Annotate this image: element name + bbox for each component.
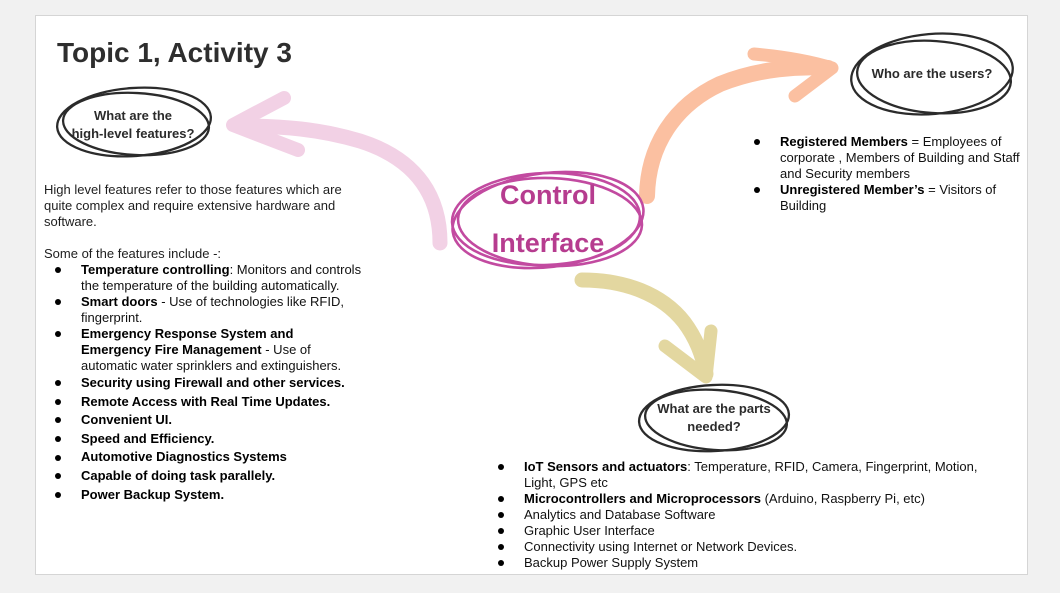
list-item: Emergency Response System and Emergency … (55, 326, 361, 374)
item-bold-text: Temperature controlling (81, 262, 230, 277)
bullet-icon (55, 454, 61, 461)
item-text: = Visitors of Building (780, 182, 997, 213)
list-item: Connectivity using Internet or Network D… (498, 539, 977, 555)
item-text: - Use of technologies like RFID, fingerp… (81, 294, 344, 325)
item-bold-text: Security using Firewall and other servic… (81, 375, 345, 390)
list-item: Graphic User Interface (498, 523, 977, 539)
item-bold-text: Unregistered Member’s (780, 182, 925, 197)
bullet-icon (55, 417, 61, 424)
list-item: Convenient UI. (55, 411, 361, 430)
bullet-icon (498, 528, 504, 534)
item-bold-text: Convenient UI. (81, 412, 173, 428)
bullet-icon (754, 187, 760, 193)
high-level-features-label: What are the high-level features? (58, 107, 208, 143)
center-line-1: Control (500, 180, 596, 210)
bullet-icon (55, 491, 61, 498)
features-intro: High level features refer to those featu… (44, 182, 342, 229)
list-item: Remote Access with Real Time Updates. (55, 393, 361, 412)
orange-arrow (639, 47, 839, 204)
control-interface-oval (450, 170, 645, 270)
list-item: Unregistered Member’s = Visitors of Buil… (754, 182, 1020, 214)
bullet-icon (55, 436, 61, 443)
list-item: Capable of doing task parallely. (55, 467, 361, 486)
center-line-2: Interface (491, 228, 605, 258)
list-item: Registered Members = Employees of corpor… (754, 134, 1020, 182)
list-item: Microcontrollers and Microprocessors (Ar… (498, 491, 977, 507)
users-oval (850, 32, 1014, 116)
bubble-line-1: What are the parts (657, 401, 771, 416)
item-bold-text: Automotive Diagnostics Systems (81, 449, 287, 465)
slide-background (35, 15, 1028, 575)
tan-arrow (574, 272, 718, 384)
item-bold-text: Emergency Response System and Emergency … (81, 326, 294, 357)
item-bold-text: Registered Members (780, 134, 908, 149)
center-node-label: Control Interface (448, 171, 648, 267)
item-bold-text: IoT Sensors and actuators (524, 459, 688, 474)
list-item: Temperature controlling: Monitors and co… (55, 262, 361, 294)
item-text: Connectivity using Internet or Network D… (524, 539, 798, 554)
features-lead: Some of the features include -: (44, 246, 222, 261)
pink-arrow (226, 91, 448, 251)
parts-needed-oval (637, 383, 791, 453)
item-bold-text: Remote Access with Real Time Updates. (81, 393, 331, 409)
list-item: Security using Firewall and other servic… (55, 374, 361, 393)
bullet-icon (55, 380, 61, 387)
users-list: Registered Members = Employees of corpor… (754, 134, 1020, 214)
item-text: (Arduino, Raspberry Pi, etc) (760, 491, 925, 506)
item-text: : Temperature, RFID, Camera, Fingerprint… (524, 459, 978, 490)
bullet-icon (55, 267, 61, 273)
item-text: = Employees of corporate , Members of Bu… (780, 134, 1020, 181)
bullet-icon (498, 464, 504, 470)
item-text: Analytics and Database Software (524, 507, 716, 522)
bullet-icon (55, 398, 61, 405)
bubble-line-2: high-level features? (71, 126, 195, 141)
bubble-line-2: needed? (687, 419, 741, 434)
page-title: Topic 1, Activity 3 (57, 37, 292, 68)
list-item: Speed and Efficiency. (55, 430, 361, 449)
bullet-icon (55, 299, 61, 305)
list-item: IoT Sensors and actuators: Temperature, … (498, 459, 977, 491)
bullet-icon (498, 496, 504, 502)
item-bold-text: Smart doors (81, 294, 158, 309)
item-bold-text: Power Backup System. (81, 486, 225, 502)
bullet-icon (55, 473, 61, 480)
bubble-line-1: What are the (93, 108, 172, 123)
item-bold-text: Capable of doing task parallely. (81, 467, 276, 483)
users-label: Who are the users? (871, 66, 993, 81)
list-item: Power Backup System. (55, 486, 361, 505)
list-item: Smart doors - Use of technologies like R… (55, 294, 361, 326)
item-text: : Monitors and controls the temperature … (81, 262, 362, 293)
parts-list: IoT Sensors and actuators: Temperature, … (498, 459, 977, 571)
bullet-icon (498, 544, 504, 550)
bullet-icon (498, 560, 504, 566)
bullet-icon (754, 139, 760, 145)
item-bold-text: Speed and Efficiency. (81, 430, 215, 446)
high-level-features-oval (56, 86, 212, 158)
list-item: Backup Power Supply System (498, 555, 977, 571)
parts-needed-label: What are the parts needed? (634, 400, 794, 436)
item-text: Graphic User Interface (524, 523, 655, 538)
bullet-icon (55, 331, 61, 337)
item-bold-text: Microcontrollers and Microprocessors (524, 491, 761, 506)
list-item: Automotive Diagnostics Systems (55, 448, 361, 467)
item-text: Backup Power Supply System (524, 555, 699, 570)
features-list: Temperature controlling: Monitors and co… (55, 262, 361, 504)
bullet-icon (498, 512, 504, 518)
list-item: Analytics and Database Software (498, 507, 977, 523)
item-text: - Use of automatic water sprinklers and … (81, 342, 342, 373)
